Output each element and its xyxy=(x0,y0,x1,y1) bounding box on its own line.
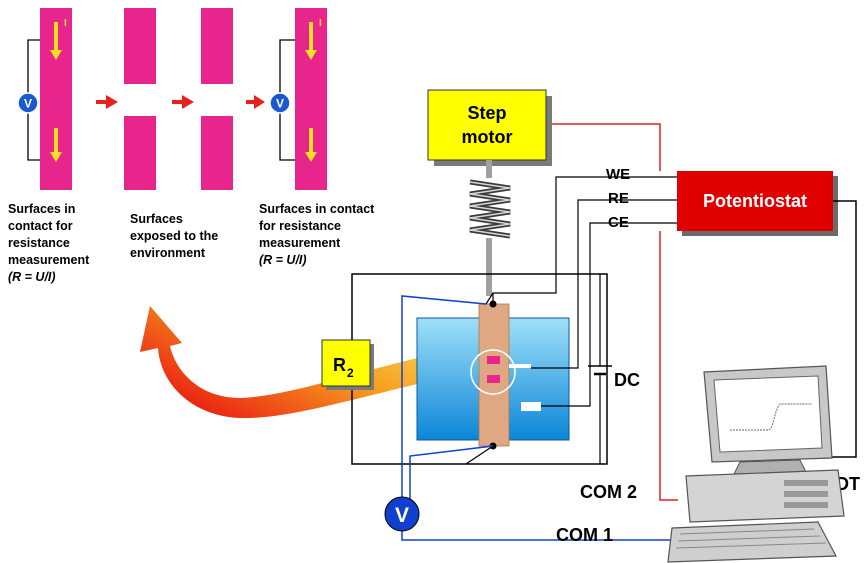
caption-right: Surfaces in contact for resistance measu… xyxy=(259,202,375,267)
caption-line: Surfaces in xyxy=(8,202,75,216)
caption-line: measurement xyxy=(259,236,341,250)
screen-plot xyxy=(730,403,812,431)
step-motor-label: Step xyxy=(467,103,506,123)
specimen-bar-upper xyxy=(201,8,233,84)
current-label: I xyxy=(319,18,322,29)
computer-icon xyxy=(667,365,845,563)
specimen-contact xyxy=(487,356,500,364)
voltmeter-label: V xyxy=(395,504,409,527)
we-label: WE xyxy=(606,166,630,183)
resistor-r2: R 2 xyxy=(321,339,374,390)
ce-wire xyxy=(541,222,677,407)
caption-formula: (R = U/I) xyxy=(8,270,56,284)
caption-line: measurement xyxy=(8,253,90,267)
specimen-bar-upper xyxy=(124,8,156,84)
com2-label: COM 2 xyxy=(580,482,637,502)
caption-line: environment xyxy=(130,246,206,260)
voltmeter-wire-top xyxy=(401,295,682,541)
dc-source: DC xyxy=(588,274,640,464)
caption-left: Surfaces in contact for resistance measu… xyxy=(8,202,90,284)
spring-icon xyxy=(469,160,511,296)
dt-wire xyxy=(826,200,857,458)
com1-label: COM 1 xyxy=(556,525,613,545)
surface-state-contact-right: V I xyxy=(269,8,327,190)
specimen-bar-lower xyxy=(124,116,156,190)
voltmeter-label: V xyxy=(24,97,32,111)
we-wire xyxy=(492,176,677,304)
caption-line: for resistance xyxy=(259,219,341,233)
current-label: I xyxy=(64,18,67,29)
counter-electrode xyxy=(521,402,541,411)
caption-line: resistance xyxy=(8,236,70,250)
voltmeter-icon xyxy=(17,92,39,114)
voltmeter-icon: V xyxy=(384,496,420,532)
voltmeter-wire-bottom xyxy=(409,445,494,520)
surface-state-contact-left: V I xyxy=(17,8,72,190)
caption-formula: (R = U/I) xyxy=(259,253,307,267)
caption-line: exposed to the xyxy=(130,229,218,243)
re-label: RE xyxy=(608,190,629,207)
voltmeter-label: V xyxy=(276,97,284,111)
specimen-bottom-wire xyxy=(465,445,494,465)
dc-label: DC xyxy=(614,370,640,390)
voltmeter-icon xyxy=(269,92,291,114)
resistor-subscript: 2 xyxy=(347,366,354,380)
caption-line: Surfaces xyxy=(130,212,183,226)
surface-state-exposed xyxy=(124,8,233,190)
resistor-label: R xyxy=(333,355,346,375)
junction-dot xyxy=(489,300,497,308)
specimen-bar-lower xyxy=(201,116,233,190)
potentiostat-label: Potentiostat xyxy=(703,191,807,211)
step-motor-label: motor xyxy=(462,127,513,147)
caption-middle: Surfaces exposed to the environment xyxy=(130,212,218,260)
dt-label: DT xyxy=(836,474,860,494)
motor-control-wire xyxy=(552,123,661,171)
re-wire xyxy=(531,199,677,369)
red-arrow-icon xyxy=(246,95,265,109)
zoom-circle xyxy=(470,349,516,395)
com2-wire xyxy=(659,231,678,501)
curved-arrow-icon xyxy=(140,306,478,419)
red-arrow-icon xyxy=(172,95,194,109)
red-arrow-icon xyxy=(96,95,118,109)
step-motor: Step motor xyxy=(427,89,552,166)
caption-line: Surfaces in contact xyxy=(259,202,375,216)
reference-electrode xyxy=(509,364,531,368)
potentiostat: Potentiostat xyxy=(677,171,838,236)
caption-line: contact for xyxy=(8,219,73,233)
specimen-contact xyxy=(487,375,500,383)
